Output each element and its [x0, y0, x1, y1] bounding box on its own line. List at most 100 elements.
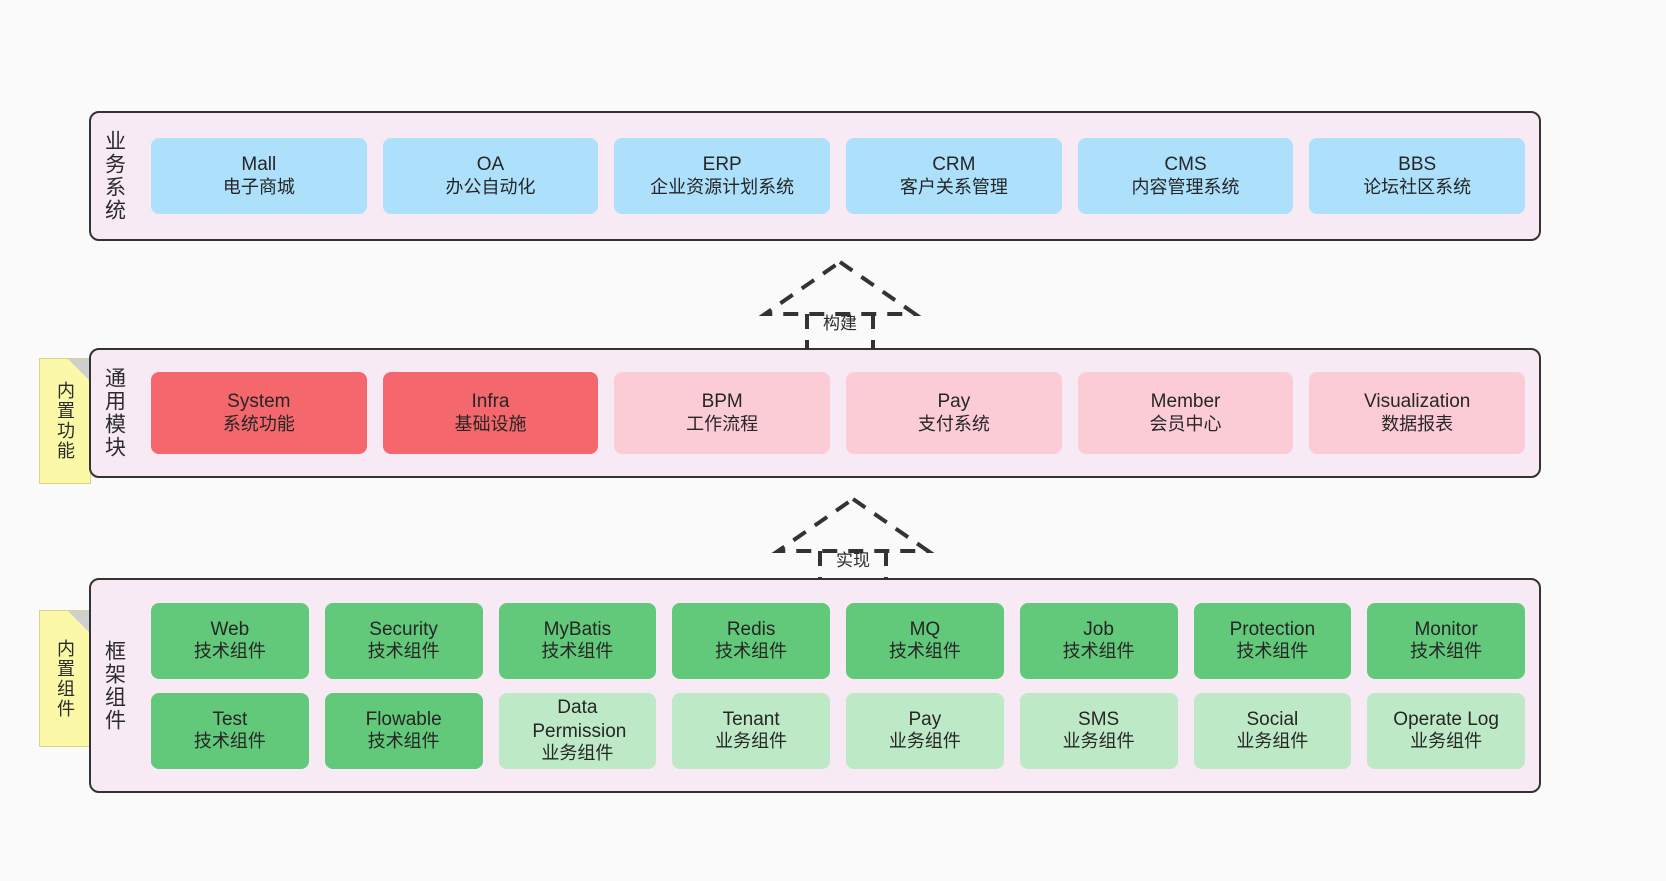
node-security-desc: 技术组件 [367, 641, 440, 662]
node-oa[interactable]: OA 办公自动化 [382, 138, 599, 214]
layer-common-module: 通用模块 System 系统功能 Infra 基础设施 BPM 工作流程 Pay… [89, 348, 1541, 478]
node-flowable[interactable]: Flowable 技术组件 [324, 692, 483, 769]
sticky-note-builtin-component-label: 内置组件 [55, 638, 75, 719]
node-pay-component-name: Pay [908, 708, 942, 730]
node-system[interactable]: System 系统功能 [151, 372, 367, 454]
node-pay-module[interactable]: Pay 支付系统 [846, 372, 1062, 454]
framework-row-business: Test 技术组件 Flowable 技术组件 Data Permission … [151, 692, 1525, 769]
sticky-note-builtin-function-label: 内置功能 [55, 381, 75, 461]
node-mq-name: MQ [909, 618, 941, 640]
node-tenant-desc: 业务组件 [715, 731, 788, 752]
node-mall-desc: 电子商城 [222, 176, 295, 197]
node-test[interactable]: Test 技术组件 [151, 692, 309, 769]
layer-business-system-title: 业务系统 [102, 130, 126, 222]
node-cms[interactable]: CMS 内容管理系统 [1077, 138, 1294, 214]
node-infra-name: Infra [471, 391, 510, 413]
node-pay-component[interactable]: Pay 业务组件 [846, 692, 1004, 769]
connector-build: 构建 [755, 256, 925, 356]
node-mq-desc: 技术组件 [888, 641, 961, 662]
node-job-desc: 技术组件 [1062, 641, 1135, 662]
node-erp-name: ERP [702, 154, 742, 176]
node-mall[interactable]: Mall 电子商城 [151, 138, 367, 214]
node-protection[interactable]: Protection 技术组件 [1193, 602, 1352, 679]
node-bbs-name: BBS [1398, 154, 1437, 176]
node-mybatis-desc: 技术组件 [541, 641, 614, 662]
node-security-name: Security [369, 618, 438, 640]
node-social[interactable]: Social 业务组件 [1193, 692, 1352, 769]
node-protection-desc: 技术组件 [1236, 641, 1309, 662]
layer-framework-component: 框架组件 Web 技术组件 Security 技术组件 MyBatis 技术组件… [89, 578, 1541, 793]
node-tenant-name: Tenant [722, 708, 780, 730]
node-oa-desc: 办公自动化 [445, 176, 536, 197]
layer-common-module-title: 通用模块 [102, 367, 126, 459]
node-monitor-name: Monitor [1414, 618, 1478, 640]
layer-framework-component-title: 框架组件 [102, 639, 126, 732]
connector-build-arrowhead-icon [758, 259, 922, 316]
node-operate-log[interactable]: Operate Log 业务组件 [1367, 692, 1525, 769]
node-crm[interactable]: CRM 客户关系管理 [846, 138, 1062, 214]
node-bpm-name: BPM [701, 391, 743, 413]
node-web-desc: 技术组件 [193, 641, 266, 662]
sticky-note-builtin-function: 内置功能 [39, 358, 91, 484]
node-operate-log-desc: 业务组件 [1410, 731, 1483, 752]
node-monitor-desc: 技术组件 [1410, 641, 1483, 662]
node-erp-desc: 企业资源计划系统 [650, 176, 795, 197]
node-member-name: Member [1150, 391, 1221, 413]
node-operate-log-name: Operate Log [1393, 708, 1499, 730]
node-flowable-desc: 技术组件 [367, 731, 440, 752]
node-system-name: System [227, 391, 291, 413]
node-mybatis[interactable]: MyBatis 技术组件 [498, 602, 657, 679]
node-mall-name: Mall [241, 154, 277, 176]
node-data-permission-name: Data Permission [532, 697, 627, 742]
node-infra-desc: 基础设施 [454, 413, 527, 434]
node-web-name: Web [210, 618, 250, 640]
node-data-permission-desc: 业务组件 [541, 742, 614, 763]
node-sms-desc: 业务组件 [1062, 731, 1135, 752]
node-bbs-desc: 论坛社区系统 [1363, 176, 1472, 197]
connector-build-label: 构建 [823, 314, 857, 333]
node-pay-module-desc: 支付系统 [917, 413, 990, 434]
node-visualization-desc: 数据报表 [1381, 413, 1454, 434]
node-job[interactable]: Job 技术组件 [1019, 602, 1178, 679]
node-test-desc: 技术组件 [193, 731, 266, 752]
node-social-name: Social [1246, 708, 1299, 730]
node-bpm[interactable]: BPM 工作流程 [614, 372, 831, 454]
node-cms-desc: 内容管理系统 [1131, 176, 1240, 197]
node-cms-name: CMS [1164, 154, 1207, 176]
node-job-name: Job [1083, 618, 1114, 640]
node-mybatis-name: MyBatis [543, 618, 612, 640]
node-redis-desc: 技术组件 [715, 641, 788, 662]
node-infra[interactable]: Infra 基础设施 [382, 372, 599, 454]
connector-implement-arrowhead-icon [771, 496, 935, 553]
framework-row-technical: Web 技术组件 Security 技术组件 MyBatis 技术组件 Redi… [151, 602, 1525, 679]
node-erp[interactable]: ERP 企业资源计划系统 [614, 138, 831, 214]
node-data-permission[interactable]: Data Permission 业务组件 [498, 692, 657, 769]
node-system-desc: 系统功能 [222, 413, 295, 434]
layer-business-system: 业务系统 Mall 电子商城 OA 办公自动化 ERP 企业资源计划系统 CRM… [89, 111, 1541, 241]
node-web[interactable]: Web 技术组件 [151, 602, 309, 679]
connector-implement-label: 实现 [836, 551, 870, 570]
node-member[interactable]: Member 会员中心 [1077, 372, 1294, 454]
node-member-desc: 会员中心 [1149, 413, 1222, 434]
node-monitor[interactable]: Monitor 技术组件 [1367, 602, 1525, 679]
node-sms[interactable]: SMS 业务组件 [1019, 692, 1178, 769]
node-social-desc: 业务组件 [1236, 731, 1309, 752]
node-mq[interactable]: MQ 技术组件 [846, 602, 1004, 679]
node-security[interactable]: Security 技术组件 [324, 602, 483, 679]
node-tenant[interactable]: Tenant 业务组件 [672, 692, 830, 769]
node-bpm-desc: 工作流程 [686, 413, 759, 434]
node-redis-name: Redis [726, 618, 776, 640]
node-oa-name: OA [476, 154, 505, 176]
node-visualization[interactable]: Visualization 数据报表 [1309, 372, 1526, 454]
node-redis[interactable]: Redis 技术组件 [672, 602, 830, 679]
node-test-name: Test [212, 708, 248, 730]
sticky-note-builtin-component: 内置组件 [39, 610, 91, 747]
node-sms-name: SMS [1078, 708, 1120, 730]
node-crm-desc: 客户关系管理 [899, 176, 1008, 197]
layer-business-system-body: Mall 电子商城 OA 办公自动化 ERP 企业资源计划系统 CRM 客户关系… [137, 113, 1539, 239]
node-bbs[interactable]: BBS 论坛社区系统 [1309, 138, 1526, 214]
node-flowable-name: Flowable [365, 708, 442, 730]
node-visualization-name: Visualization [1364, 391, 1471, 413]
layer-framework-component-body: Web 技术组件 Security 技术组件 MyBatis 技术组件 Redi… [137, 580, 1539, 791]
